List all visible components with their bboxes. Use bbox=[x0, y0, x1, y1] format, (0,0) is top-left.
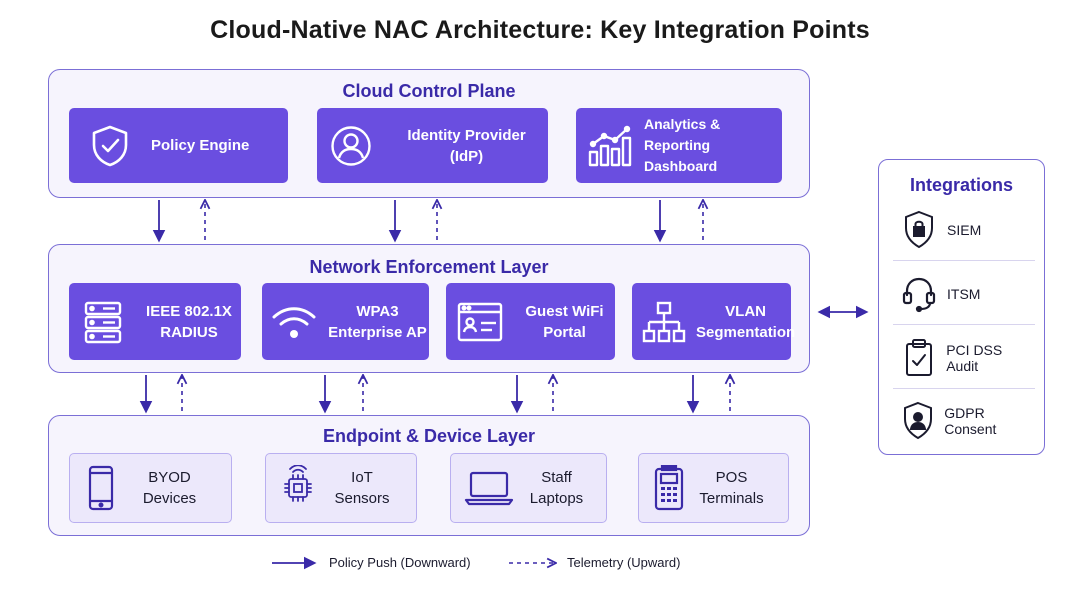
integration-itsm-label: ITSM bbox=[947, 286, 981, 302]
integration-pci-dss[interactable]: PCI DSS Audit bbox=[891, 328, 1036, 388]
network-enforcement-layer: Network Enforcement Layer IEEE 802.1X RA… bbox=[48, 244, 810, 373]
user-circle-icon bbox=[317, 125, 385, 167]
smartphone-icon bbox=[70, 465, 132, 511]
clipboard-check-icon bbox=[891, 338, 946, 378]
radius-card[interactable]: IEEE 802.1X RADIUS bbox=[69, 283, 241, 360]
portal-window-icon bbox=[446, 301, 514, 343]
identity-provider-label: Identity Provider (IdP) bbox=[407, 126, 526, 165]
integration-divider bbox=[893, 260, 1035, 261]
integration-gdpr[interactable]: GDPR Consent bbox=[891, 391, 1036, 451]
cloud-control-plane-layer: Cloud Control Plane Policy Engine Identi… bbox=[48, 69, 810, 198]
staff-laptops-label: Staff Laptops bbox=[529, 469, 584, 507]
iot-sensors-card[interactable]: IoT Sensors bbox=[265, 453, 417, 523]
identity-provider-card[interactable]: Identity Provider (IdP) bbox=[317, 108, 548, 183]
byod-devices-card[interactable]: BYOD Devices bbox=[69, 453, 232, 523]
shield-check-icon bbox=[69, 124, 151, 168]
endpoint-layer-title: Endpoint & Device Layer bbox=[322, 426, 536, 446]
policy-engine-label: Policy Engine bbox=[151, 137, 250, 154]
legend-policy-push-label: Policy Push (Downward) bbox=[329, 555, 471, 570]
wifi-icon bbox=[262, 302, 326, 342]
integration-gdpr-label: GDPR Consent bbox=[944, 405, 997, 437]
pos-terminal-icon bbox=[639, 465, 699, 511]
vlan-segmentation-card[interactable]: VLAN Segmentation bbox=[632, 283, 795, 360]
policy-engine-card[interactable]: Policy Engine bbox=[69, 108, 288, 183]
analytics-dashboard-label: Analytics & Reporting Dashboard bbox=[644, 116, 721, 174]
headset-icon bbox=[891, 275, 947, 313]
wpa3-ap-label: WPA3 Enterprise AP bbox=[328, 302, 427, 341]
analytics-dashboard-card[interactable]: Analytics & Reporting Dashboard bbox=[576, 108, 782, 183]
analytics-chart-icon bbox=[576, 124, 644, 168]
legend-telemetry-label: Telemetry (Upward) bbox=[567, 555, 681, 570]
integration-divider bbox=[893, 388, 1035, 389]
byod-devices-label: BYOD Devices bbox=[142, 469, 197, 507]
integration-pci-dss-label: PCI DSS Audit bbox=[946, 342, 1003, 374]
diagram-title: Cloud-Native NAC Architecture: Key Integ… bbox=[210, 16, 870, 44]
integration-divider bbox=[893, 324, 1035, 325]
iot-sensor-icon bbox=[266, 465, 330, 511]
integration-itsm[interactable]: ITSM bbox=[891, 264, 1036, 324]
integrations-panel: Integrations SIEM ITSM bbox=[878, 159, 1045, 455]
cloud-layer-title: Cloud Control Plane bbox=[342, 81, 516, 101]
guest-wifi-portal-label: Guest WiFi Portal bbox=[525, 302, 604, 341]
endpoint-device-layer: Endpoint & Device Layer BYOD Devices bbox=[48, 415, 810, 536]
shield-lock-icon bbox=[891, 210, 947, 250]
pos-terminals-label: POS Terminals bbox=[699, 469, 764, 507]
laptop-icon bbox=[451, 468, 527, 508]
wpa3-ap-card[interactable]: WPA3 Enterprise AP bbox=[262, 283, 429, 360]
shield-user-icon bbox=[891, 401, 944, 441]
network-tree-icon bbox=[632, 300, 696, 344]
integration-siem[interactable]: SIEM bbox=[891, 200, 1036, 260]
vlan-segmentation-label: VLAN Segmentation bbox=[696, 302, 796, 341]
pos-terminals-card[interactable]: POS Terminals bbox=[638, 453, 789, 523]
network-layer-title: Network Enforcement Layer bbox=[309, 257, 549, 277]
integration-siem-label: SIEM bbox=[947, 222, 982, 238]
integrations-title: Integrations bbox=[909, 175, 1013, 195]
staff-laptops-card[interactable]: Staff Laptops bbox=[450, 453, 607, 523]
server-icon bbox=[69, 300, 137, 344]
guest-wifi-portal-card[interactable]: Guest WiFi Portal bbox=[446, 283, 615, 360]
radius-label: IEEE 802.1X RADIUS bbox=[146, 302, 232, 341]
iot-sensors-label: IoT Sensors bbox=[334, 469, 390, 507]
